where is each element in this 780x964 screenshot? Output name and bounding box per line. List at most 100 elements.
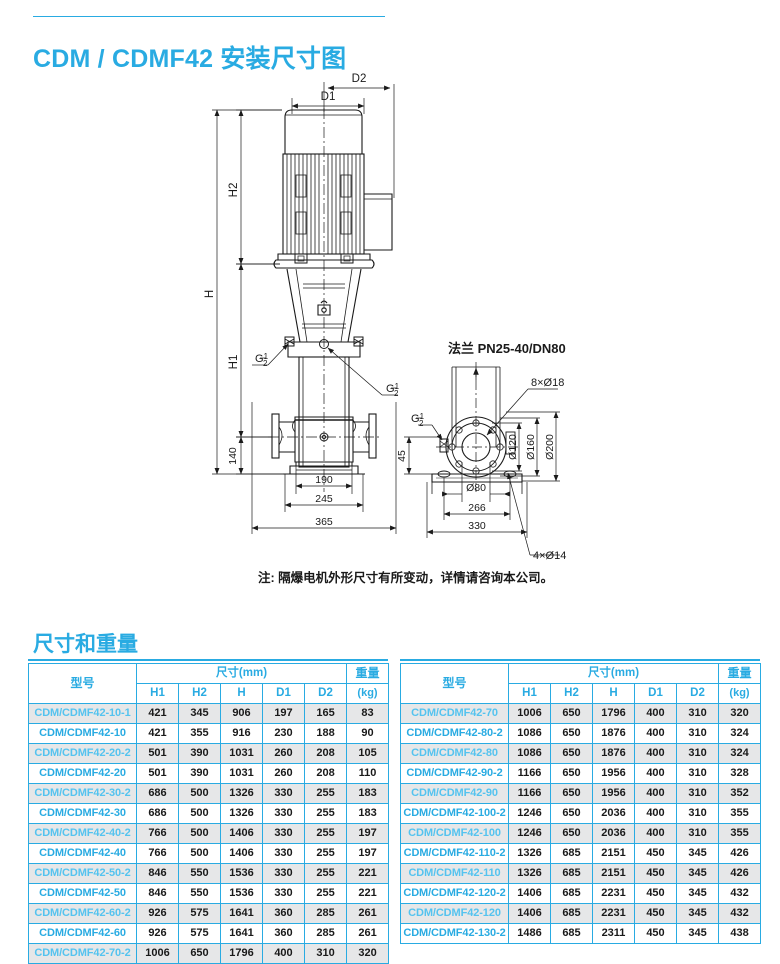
cell-model: CDM/CDMF42-30-2 xyxy=(28,783,137,804)
cell-h2: 685 xyxy=(550,863,593,884)
cell-h1: 1086 xyxy=(508,743,551,764)
cell-d2: 208 xyxy=(303,743,348,764)
cell-h2: 390 xyxy=(178,763,221,784)
cell-model: CDM/CDMF42-100 xyxy=(400,823,509,844)
cell-model: CDM/CDMF42-80-2 xyxy=(400,723,509,744)
cell-h2: 685 xyxy=(550,903,593,924)
cell-h: 2231 xyxy=(592,883,635,904)
dimensions-table-left: 型号 尺寸(mm) 重量 H1 H2 H D1 D2 (kg) CDM/CDMF… xyxy=(28,663,390,964)
col-header-d2: D2 xyxy=(675,683,720,704)
cell-h2: 650 xyxy=(550,723,593,744)
cell-model: CDM/CDMF42-90-2 xyxy=(400,763,509,784)
cell-h1: 501 xyxy=(136,763,179,784)
cell-d1: 400 xyxy=(634,703,677,724)
cell-h: 1031 xyxy=(220,763,263,784)
cell-weight: 90 xyxy=(346,723,390,744)
cell-weight: 438 xyxy=(718,923,762,944)
cell-h2: 650 xyxy=(550,703,593,724)
cell-h: 1406 xyxy=(220,823,263,844)
cell-weight: 197 xyxy=(346,843,390,864)
cell-h1: 1406 xyxy=(508,903,551,924)
cell-d2: 255 xyxy=(303,843,348,864)
cell-h: 1641 xyxy=(220,903,263,924)
dim-label-4x14: 4×Ø14 xyxy=(533,550,566,562)
cell-h1: 686 xyxy=(136,783,179,804)
table-header-right: 型号 尺寸(mm) 重量 H1 H2 H D1 D2 (kg) xyxy=(400,663,762,704)
cell-h: 2151 xyxy=(592,843,635,864)
dim-label-d1: D1 xyxy=(321,91,336,103)
dimensions-table-right: 型号 尺寸(mm) 重量 H1 H2 H D1 D2 (kg) CDM/CDMF… xyxy=(400,663,762,944)
cell-h1: 926 xyxy=(136,923,179,944)
cell-h: 1326 xyxy=(220,783,263,804)
cell-model: CDM/CDMF42-130-2 xyxy=(400,923,509,944)
cell-weight: 324 xyxy=(718,723,762,744)
cell-model: CDM/CDMF42-100-2 xyxy=(400,803,509,824)
cell-model: CDM/CDMF42-110 xyxy=(400,863,509,884)
cell-h1: 1246 xyxy=(508,803,551,824)
cell-model: CDM/CDMF42-40 xyxy=(28,843,137,864)
cell-h2: 575 xyxy=(178,903,221,924)
cell-h: 2036 xyxy=(592,803,635,824)
cell-h2: 500 xyxy=(178,783,221,804)
cell-h: 2151 xyxy=(592,863,635,884)
cell-h1: 1486 xyxy=(508,923,551,944)
cell-d1: 450 xyxy=(634,903,677,924)
table-header-row-1: 型号 尺寸(mm) 重量 xyxy=(400,663,762,704)
cell-model: CDM/CDMF42-50 xyxy=(28,883,137,904)
cell-h2: 500 xyxy=(178,823,221,844)
cell-h: 1326 xyxy=(220,803,263,824)
cell-h: 1956 xyxy=(592,783,635,804)
drawing-note: 注: 隔爆电机外形尺寸有所变动，详情请咨询本公司。 xyxy=(258,571,554,585)
dim-label-330: 330 xyxy=(468,520,486,532)
cell-h: 1956 xyxy=(592,763,635,784)
col-header-weight-unit: (kg) xyxy=(346,683,390,704)
col-header-dimensions: 尺寸(mm) xyxy=(135,663,348,684)
cell-h1: 1246 xyxy=(508,823,551,844)
dim-label-dia200: Ø200 xyxy=(544,434,556,460)
page-title: CDM / CDMF42 安装尺寸图 xyxy=(33,44,347,73)
cell-weight: 105 xyxy=(346,743,390,764)
cell-d2: 208 xyxy=(303,763,348,784)
cell-h1: 766 xyxy=(136,823,179,844)
cell-d2: 165 xyxy=(303,703,348,724)
dim-label-365: 365 xyxy=(315,516,333,528)
cell-h1: 421 xyxy=(136,723,179,744)
cell-h: 2311 xyxy=(592,923,635,944)
col-header-weight: 重量 xyxy=(718,663,762,684)
cell-d1: 330 xyxy=(262,803,305,824)
dim-label-266: 266 xyxy=(468,502,486,514)
cell-d2: 188 xyxy=(303,723,348,744)
cell-h: 1406 xyxy=(220,843,263,864)
cell-weight: 320 xyxy=(718,703,762,724)
cell-d2: 310 xyxy=(675,763,720,784)
cell-h2: 390 xyxy=(178,743,221,764)
dim-label-h1: H1 xyxy=(228,355,240,370)
cell-weight: 328 xyxy=(718,763,762,784)
cell-d2: 255 xyxy=(303,863,348,884)
cell-h2: 500 xyxy=(178,843,221,864)
cell-h1: 1326 xyxy=(508,863,551,884)
dim-label-140: 140 xyxy=(227,447,239,465)
cell-h2: 650 xyxy=(550,783,593,804)
dim-label-190: 190 xyxy=(315,474,333,486)
cell-h1: 1326 xyxy=(508,843,551,864)
cell-h2: 685 xyxy=(550,883,593,904)
cell-h2: 500 xyxy=(178,803,221,824)
dim-label-h: H xyxy=(204,290,216,298)
cell-d2: 345 xyxy=(675,903,720,924)
cell-model: CDM/CDMF42-10 xyxy=(28,723,137,744)
cell-model: CDM/CDMF42-50-2 xyxy=(28,863,137,884)
col-header-d1: D1 xyxy=(262,683,305,704)
dim-label-d2: D2 xyxy=(352,73,367,85)
cell-h2: 355 xyxy=(178,723,221,744)
cell-d1: 400 xyxy=(634,823,677,844)
cell-d1: 360 xyxy=(262,923,305,944)
